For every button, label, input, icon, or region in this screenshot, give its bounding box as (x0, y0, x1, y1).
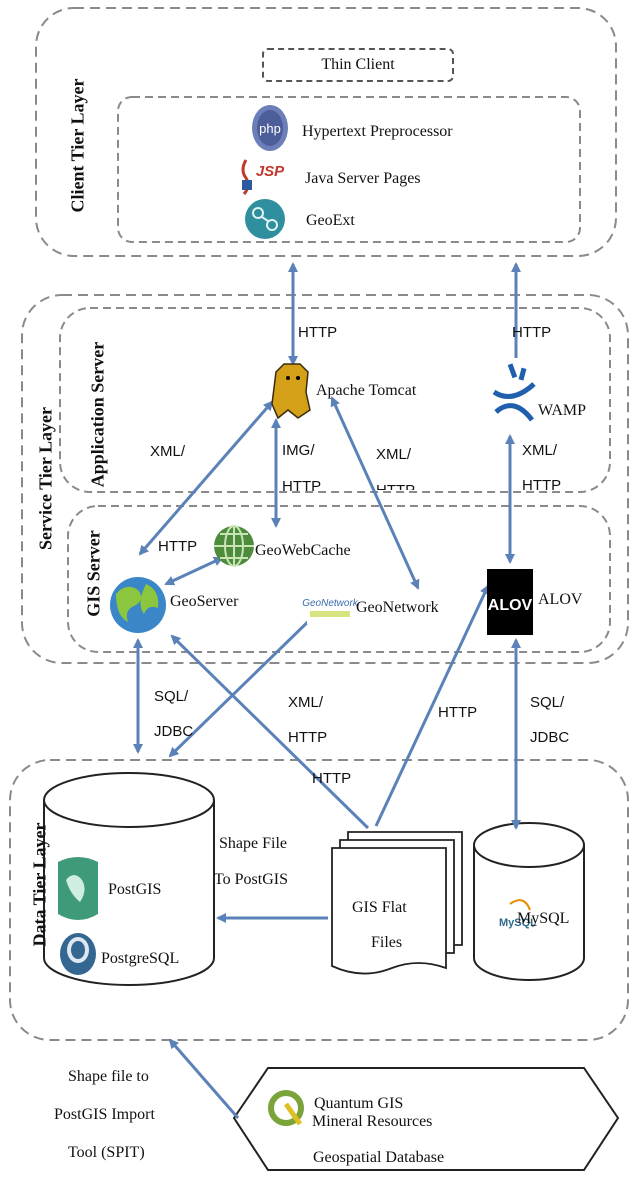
edge-label-shape-file: Shape File (219, 835, 287, 852)
postgis-icon (58, 857, 98, 920)
arrow-flatfiles-alov (374, 584, 490, 827)
apache-tomcat-label: Apache Tomcat (316, 382, 417, 399)
application-server-title: Application Server (87, 341, 108, 488)
geonetwork-label: GeoNetwork (356, 599, 439, 616)
geoserver-label: GeoServer (170, 593, 239, 610)
php-icon: php (252, 105, 288, 151)
geoext-icon (245, 199, 285, 239)
svg-text:MySQL: MySQL (499, 917, 537, 929)
geoext-label: GeoExt (306, 212, 355, 229)
edge-label-http-wamp: HTTP (512, 324, 552, 341)
svg-text:JSP: JSP (256, 163, 285, 180)
edge-label-xml-left: XML/ (150, 443, 186, 460)
arrow-geonetwork-postgres (168, 610, 320, 758)
php-label: Hypertext Preprocessor (302, 123, 453, 140)
jsp-icon: JSP (241, 159, 285, 195)
qgis-label-3: Geospatial Database (313, 1149, 445, 1166)
postgresql-label: PostgreSQL (101, 950, 180, 967)
mysql-label: MySQL (517, 910, 570, 927)
edge-label-jdbc-left: JDBC (154, 723, 194, 740)
thin-client-box: Thin Client (262, 48, 454, 82)
gis-flat-files-label-1: GIS Flat (352, 899, 407, 916)
jsp-label: Java Server Pages (305, 170, 421, 187)
edge-label-spit-2: PostGIS Import (54, 1106, 155, 1123)
arrow-qgis-postgres (168, 1038, 240, 1119)
data-tier-layer-title: Data Tier Layer (29, 822, 50, 947)
gis-flat-files-label-2: Files (371, 934, 403, 951)
arrow-geoserver-tomcat (138, 400, 274, 556)
qgis-source-box (232, 1067, 620, 1171)
edge-label-xml-mid: XML/ (376, 446, 412, 463)
client-tier-layer-title: Client Tier Layer (67, 78, 88, 213)
alov-icon: ALOV (487, 569, 533, 635)
arrow-flatfiles-geoserver (170, 634, 370, 830)
service-tier-box (21, 294, 629, 664)
gis-server-title: GIS Server (83, 530, 104, 617)
geowebcache-label: GeoWebCache (255, 542, 351, 559)
geonetwork-icon: GeoNetwork (302, 592, 359, 624)
edge-label-to-postgis: To PostGIS (214, 871, 289, 888)
client-tier-box (35, 7, 617, 257)
edge-label-sql-right: SQL/ (530, 694, 565, 711)
edge-label-xml-flat: XML/ (288, 694, 324, 711)
client-inner-box (117, 96, 581, 243)
mysql-cylinder (473, 822, 585, 981)
edge-label-jdbc-right: JDBC (530, 729, 570, 746)
edge-label-spit-3: Tool (SPIT) (68, 1144, 145, 1161)
service-tier-layer-title: Service Tier Layer (35, 407, 56, 550)
geowebcache-icon (214, 525, 254, 567)
arrow-geoserver-geowebcache (164, 556, 224, 586)
edge-label-http-tomcat: HTTP (298, 324, 338, 341)
edge-label-http-flat: HTTP (312, 770, 352, 787)
gis-flat-files-icon (331, 831, 463, 975)
edge-label-xml-wamp-http: HTTP (522, 477, 562, 494)
edge-label-sql-left: SQL/ (154, 688, 189, 705)
edge-label-spit-1: Shape file to (68, 1068, 149, 1085)
edge-label-xml-flat-http: HTTP (288, 729, 328, 746)
postgresql-icon (60, 933, 96, 975)
qgis-label-2: Mineral Resources (312, 1113, 433, 1130)
svg-text:GeoNetwork: GeoNetwork (302, 598, 359, 609)
svg-text:ALOV: ALOV (488, 597, 533, 614)
edge-label-xml-mid-http: HTTP (376, 481, 415, 490)
svg-text:php: php (259, 121, 281, 136)
edge-label-http-geowebcache: HTTP (158, 538, 198, 555)
arrow-geonetwork-tomcat (330, 396, 420, 590)
qgis-label-1: Quantum GIS (314, 1095, 404, 1112)
edge-label-img-http: HTTP (282, 478, 322, 495)
edge-label-http-alov: HTTP (438, 704, 478, 721)
wamp-icon (492, 363, 536, 422)
edge-label-xml-wamp: XML/ (522, 442, 558, 459)
edge-label-img: IMG/ (282, 442, 315, 459)
qgis-icon (268, 1090, 304, 1126)
mysql-icon: MySQL (499, 899, 537, 929)
tomcat-icon (271, 363, 311, 420)
geoserver-icon (110, 577, 166, 633)
postgis-label: PostGIS (108, 881, 162, 898)
alov-label: ALOV (538, 591, 583, 608)
wamp-label: WAMP (538, 402, 587, 419)
